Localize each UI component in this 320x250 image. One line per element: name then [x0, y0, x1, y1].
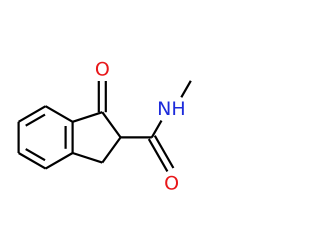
bond-c-amide-o-a [147, 138, 169, 172]
bond-layer [17, 80, 192, 172]
bond-c7-c7a [45, 152, 74, 170]
bond-c6-c7-inner [25, 148, 46, 162]
bond-c1-c2 [101, 111, 122, 139]
bond-c3-c7a [72, 151, 103, 164]
bond-c4-c5-inner [25, 113, 46, 127]
bond-n-methyl [180, 80, 192, 98]
atom-label-o-amide: O [164, 173, 179, 195]
bond-c2-c3 [101, 136, 122, 164]
bond-c3a-c4 [45, 105, 74, 123]
bond-c3a-c1 [72, 111, 103, 123]
bond-c-amide-n [150, 120, 163, 138]
atom-label-nh: NH [157, 98, 186, 120]
molecule-structure-diagram: O NH O [17, 59, 192, 195]
bond-c4-c5 [18, 105, 47, 123]
atom-labels: O NH O [95, 59, 186, 195]
bond-c-amide-o-b [153, 135, 175, 169]
atom-label-o-keto: O [95, 59, 110, 81]
bond-c6-c7 [18, 152, 47, 170]
